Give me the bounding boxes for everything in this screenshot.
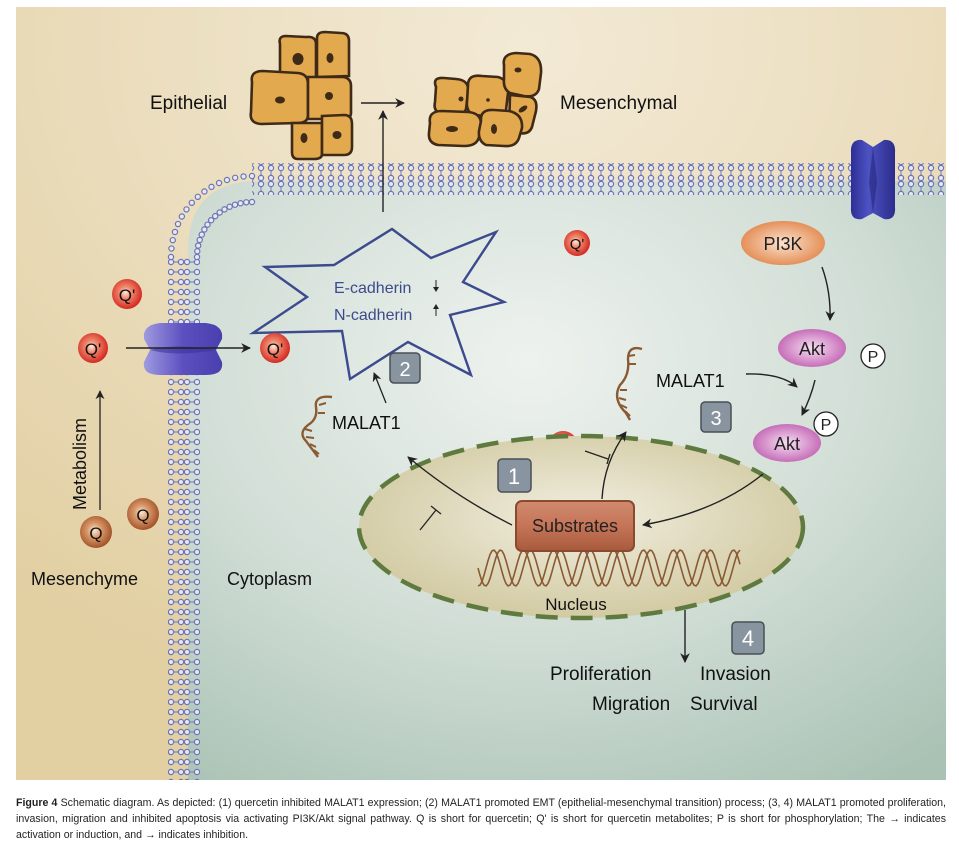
phosphate-1: P xyxy=(860,343,886,369)
q-metabolite-cytoplasm-top: Q' xyxy=(564,230,590,256)
q-metabolite-extracellular-2: Q' xyxy=(78,333,108,363)
substrates-box: Substrates xyxy=(515,500,635,552)
akt-node: Akt xyxy=(778,329,846,367)
substrates-to-malat1-left-arrow xyxy=(407,456,513,526)
outcome-survival: Survival xyxy=(690,694,758,715)
q-metabolite-cytoplasm-left: Q' xyxy=(260,333,290,363)
label-nucleus: Nucleus xyxy=(545,595,606,614)
label-malat1-left: MALAT1 xyxy=(332,413,401,433)
label-mesenchymal: Mesenchymal xyxy=(560,93,677,114)
q-quercetin-2: Q xyxy=(80,516,112,548)
caption-label: Figure 4 xyxy=(16,797,58,809)
label-e-cadherin: E-cadherin xyxy=(334,280,411,297)
inhibition-left xyxy=(419,505,442,531)
malat1-to-emt-arrow xyxy=(372,372,387,404)
malat1-rna-right-bases xyxy=(618,354,636,417)
svg-text:Q': Q' xyxy=(85,340,101,359)
svg-text:Q': Q' xyxy=(267,340,283,359)
step-badge-4: 4 xyxy=(731,621,765,655)
malat1-rna-left xyxy=(301,395,333,458)
step-badge-3: 3 xyxy=(700,401,732,433)
label-n-cadherin: N-cadherin xyxy=(334,307,412,324)
outcome-migration: Migration xyxy=(592,694,670,715)
label-epithelial: Epithelial xyxy=(150,93,227,114)
step-badge-2: 2 xyxy=(389,352,421,384)
svg-text:Q': Q' xyxy=(119,286,135,305)
schematic-figure: Epithelial Mesenchymal E-cadherin N-cadh… xyxy=(16,7,946,780)
malat1-to-akt-arrow xyxy=(745,373,798,388)
svg-text:Akt: Akt xyxy=(774,434,800,454)
epithelial-nuclei xyxy=(275,53,342,143)
svg-text:1: 1 xyxy=(508,464,520,489)
substrates-to-malat1-right-arrow xyxy=(601,431,627,500)
svg-text:Akt: Akt xyxy=(799,339,825,359)
label-mesenchyme: Mesenchyme xyxy=(31,569,138,589)
mesenchymal-nuclei xyxy=(446,67,528,134)
label-malat1-right: MALAT1 xyxy=(656,371,725,391)
membrane-channel-left xyxy=(143,323,223,375)
malat1-rna-right xyxy=(615,346,643,421)
svg-text:Substrates: Substrates xyxy=(532,516,618,536)
outcome-invasion: Invasion xyxy=(700,664,771,685)
svg-text:4: 4 xyxy=(742,626,754,651)
pi3k-to-akt-arrow xyxy=(821,266,836,321)
caption-text: Schematic diagram. As depicted: (1) quer… xyxy=(16,797,946,841)
svg-text:P: P xyxy=(868,349,879,366)
svg-text:Q': Q' xyxy=(570,236,585,253)
malat1-rna-left-bases xyxy=(304,402,327,455)
n-cadherin-up-arrow xyxy=(433,304,439,316)
svg-text:2: 2 xyxy=(399,359,410,381)
svg-text:Q: Q xyxy=(89,524,102,543)
akt-to-substrates-arrow xyxy=(642,473,764,529)
cadherin-star-burst xyxy=(248,227,508,381)
pi3k-node: PI3K xyxy=(741,221,825,265)
figure-caption: Figure 4 Schematic diagram. As depicted:… xyxy=(16,795,946,843)
label-cytoplasm: Cytoplasm xyxy=(227,569,312,589)
label-metabolism: Metabolism xyxy=(70,418,90,510)
outcome-proliferation: Proliferation xyxy=(550,664,651,685)
q-quercetin-1: Q xyxy=(127,498,159,530)
phosphate-2: P xyxy=(813,411,839,437)
svg-text:3: 3 xyxy=(710,408,721,430)
membrane-channel-top xyxy=(850,139,896,220)
akt-phosphorylation-arrow xyxy=(801,379,816,416)
svg-text:PI3K: PI3K xyxy=(763,234,802,254)
cell-membrane xyxy=(167,163,946,780)
svg-text:P: P xyxy=(821,417,832,434)
svg-text:Q: Q xyxy=(136,506,149,525)
q-metabolite-extracellular-1: Q' xyxy=(112,279,142,309)
akt-phosphorylated-node: Akt xyxy=(753,424,821,462)
e-cadherin-down-arrow xyxy=(433,280,439,292)
inhibition-top xyxy=(584,450,611,465)
step-badge-1: 1 xyxy=(497,458,532,493)
